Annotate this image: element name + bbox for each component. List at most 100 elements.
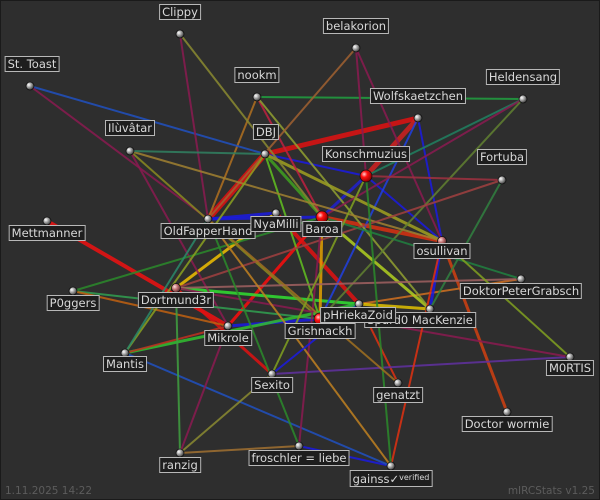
node-doktorpetergrabsch[interactable] [516,274,526,284]
node-label-konschmuzius: Konschmuzius [322,146,410,162]
edge-baroa-osullivan [321,215,443,243]
node-label-gainss: gainss✓verified [349,470,433,487]
node-dbj[interactable] [260,149,270,159]
node-label-text: St. Toast [7,57,57,71]
node-mettmanner[interactable] [42,216,52,226]
edge-heldensang-grishnackh [319,98,524,320]
edge-clippy-oldfapperhand [179,33,209,220]
node-label-text: genatzt [376,388,420,402]
edge-doktorpetergrabsch-dortmund3r [175,278,522,289]
node-label-text: Mikrole [207,331,249,345]
edge-genatzt-oldfapperhand [207,218,399,384]
node-label-text: Sexito [254,378,290,392]
node-label-phriekazoid: pHriekaZoid [320,307,396,323]
edge-mantis-gainss [124,352,392,467]
node-genatzt[interactable] [393,378,403,388]
edge-ranzig-dortmund3r [175,287,181,454]
node-label-doctorwormie: Doctor wormie [461,416,553,432]
node-clippy[interactable] [175,29,185,39]
node-label-text: Mantis [106,357,144,371]
node-doctorwormie[interactable] [502,407,512,417]
node-label-mantis: Mantis [103,356,147,372]
node-oldfapperhand[interactable] [203,214,213,224]
edge-nookm-oldfapperhand [207,96,258,220]
edge-nookm-baroa [256,96,323,218]
node-iluvatar[interactable] [125,146,135,156]
edge-iluvatar-dbj [129,150,266,155]
node-label-fortuba: Fortuba [476,149,528,165]
node-fortuba[interactable] [497,175,507,185]
node-label-text: Grishnackh [287,324,353,338]
node-konschmuzius[interactable] [359,169,373,183]
node-p0ggers[interactable] [68,286,78,296]
node-label-text: ranzig [162,458,198,472]
node-ranzig[interactable] [175,448,185,458]
edge-clippy-baroa [179,33,323,218]
node-label-m0rtis: M0RTIS [545,360,595,376]
node-label-text: P0ggers [49,296,97,310]
edge-konschmuzius-osullivan [365,175,443,242]
node-label-heldensang: Heldensang [485,69,561,85]
edge-konschmuzius-baroa [320,174,368,219]
edge-layer [29,33,571,467]
node-label-dbj: DBJ [252,124,280,140]
node-label-text: pHriekaZoid [323,308,393,322]
edge-phriekazoid-spurd0 [358,302,431,311]
node-label-genatzt: genatzt [373,387,423,403]
node-label-text: DoktorPeterGrabsch [462,284,580,298]
edge-dbj-konschmuzius [264,153,367,177]
node-label-text: Mettmanner [11,226,83,240]
node-label-froschler: froschler = liebe [248,450,350,466]
node-label-wolfskaetzchen: Wolfskaetzchen [369,88,467,104]
edge-froschler-oldfapperhand [207,218,300,447]
node-label-p0ggers: P0ggers [46,295,100,311]
edge-heldensang-konschmuzius [365,98,524,177]
node-label-text: belakorion [325,19,387,33]
node-label-text: DBJ [255,125,277,139]
edge-belakorion-osullivan [355,47,443,242]
node-label-clippy: Clippy [159,4,201,20]
node-label-text: froschler = liebe [251,451,347,465]
node-mikrole[interactable] [223,321,233,331]
node-label-baroa: Baroa [302,221,342,237]
node-label-text: Baroa [305,222,339,236]
node-label-sexito: Sexito [251,377,293,393]
node-label-text: osullivan [416,244,468,258]
edge-gainss-oldfapperhand [207,218,392,467]
node-label-text: Heldensang [488,70,558,84]
verified-badge: verified [399,473,430,482]
node-label-text: gainss✓ [352,472,400,486]
edge-m0rtis-osullivan [441,240,571,358]
node-label-belakorion: belakorion [322,18,390,34]
node-froschler[interactable] [294,441,304,451]
node-belakorion[interactable] [351,43,361,53]
node-label-mikrole: Mikrole [204,330,252,346]
node-gainss[interactable] [386,461,396,471]
node-label-nookm: nookm [234,67,280,83]
edge-ranzig-mikrole [179,325,229,454]
edge-sttoast-oldfapperhand [29,85,209,220]
edge-mantis-oldfapperhand [124,218,209,354]
edge-sexito-konschmuzius [271,175,367,375]
node-heldensang[interactable] [518,94,528,104]
node-nookm[interactable] [252,92,262,102]
node-wolfskaetzchen[interactable] [413,113,423,123]
node-label-text: OldFapperHand [163,224,253,238]
edge-ranzig-froschler [179,445,300,454]
node-label-text: Dortmund3r [140,293,212,307]
node-label-osullivan: osullivan [413,243,471,259]
node-label-iluvatar: Ilùvâtar [104,120,156,136]
node-sttoast[interactable] [25,81,35,91]
node-label-sttoast: St. Toast [4,56,60,72]
edge-nookm-spurd0 [256,96,431,310]
node-label-ranzig: ranzig [159,457,201,473]
node-label-text: Ilùvâtar [107,121,153,135]
edge-belakorion-oldfapperhand [207,47,357,220]
generator-credit: mIRCStats v1.25 [507,485,595,497]
node-label-text: NyaMilli [253,217,299,231]
edge-fortuba-konschmuzius [365,175,503,181]
node-label-text: Clippy [162,5,198,19]
edge-gainss-osullivan [390,240,443,467]
edge-wolfskaetzchen-osullivan [417,117,443,242]
timestamp: 1.11.2025 14:22 [5,485,93,497]
